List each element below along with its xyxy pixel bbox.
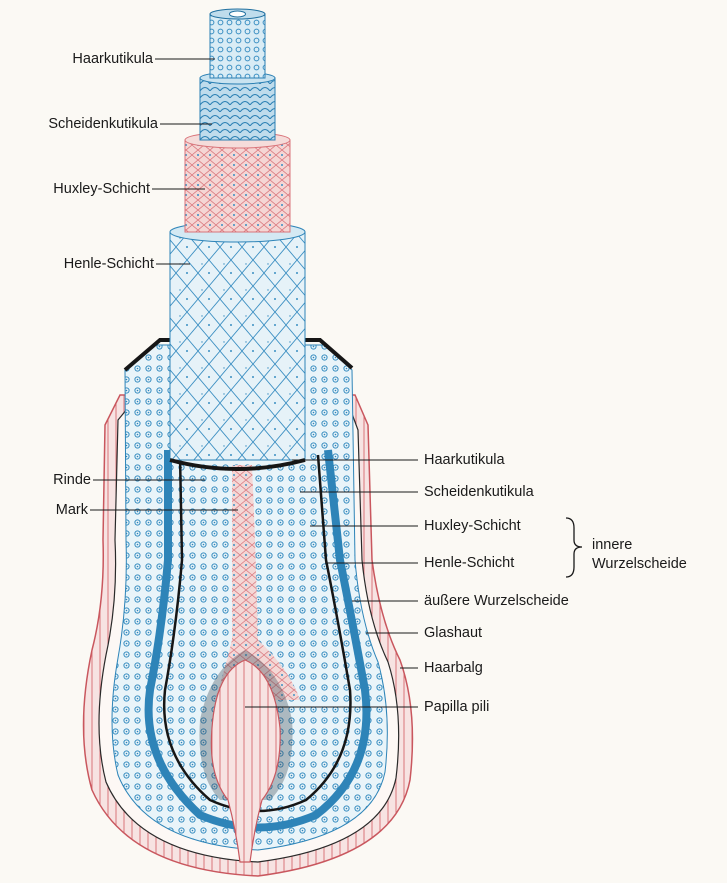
label-huxley-top: Huxley-Schicht [10, 181, 150, 197]
huxley-cylinder [185, 140, 290, 232]
henle-cylinder [170, 232, 305, 460]
label-haarkutikula-right: Haarkutikula [424, 452, 505, 468]
label-rinde: Rinde [20, 472, 91, 488]
label-aeussere-wurzelscheide: äußere Wurzelscheide [424, 593, 569, 609]
label-mark: Mark [20, 502, 88, 518]
label-scheidenkutikula-top: Scheidenkutikula [5, 116, 158, 132]
label-innere-wurzelscheide: innere Wurzelscheide [592, 536, 687, 574]
scheidenkutikula-cylinder [200, 78, 275, 140]
label-henle-right: Henle-Schicht [424, 555, 514, 571]
hair-core-top [230, 11, 246, 17]
inner-root-sheath-brace [566, 518, 582, 577]
label-scheidenkutikula-right: Scheidenkutikula [424, 484, 534, 500]
label-wurzelscheide: Wurzelscheide [592, 555, 687, 574]
haarkutikula-cylinder [210, 14, 265, 78]
label-henle-top: Henle-Schicht [10, 256, 154, 272]
label-papilla-pili: Papilla pili [424, 699, 489, 715]
label-glashaut: Glashaut [424, 625, 482, 641]
label-haarkutikula-top: Haarkutikula [20, 51, 153, 67]
label-haarbalg: Haarbalg [424, 660, 483, 676]
label-huxley-right: Huxley-Schicht [424, 518, 521, 534]
label-innere: innere [592, 536, 687, 555]
